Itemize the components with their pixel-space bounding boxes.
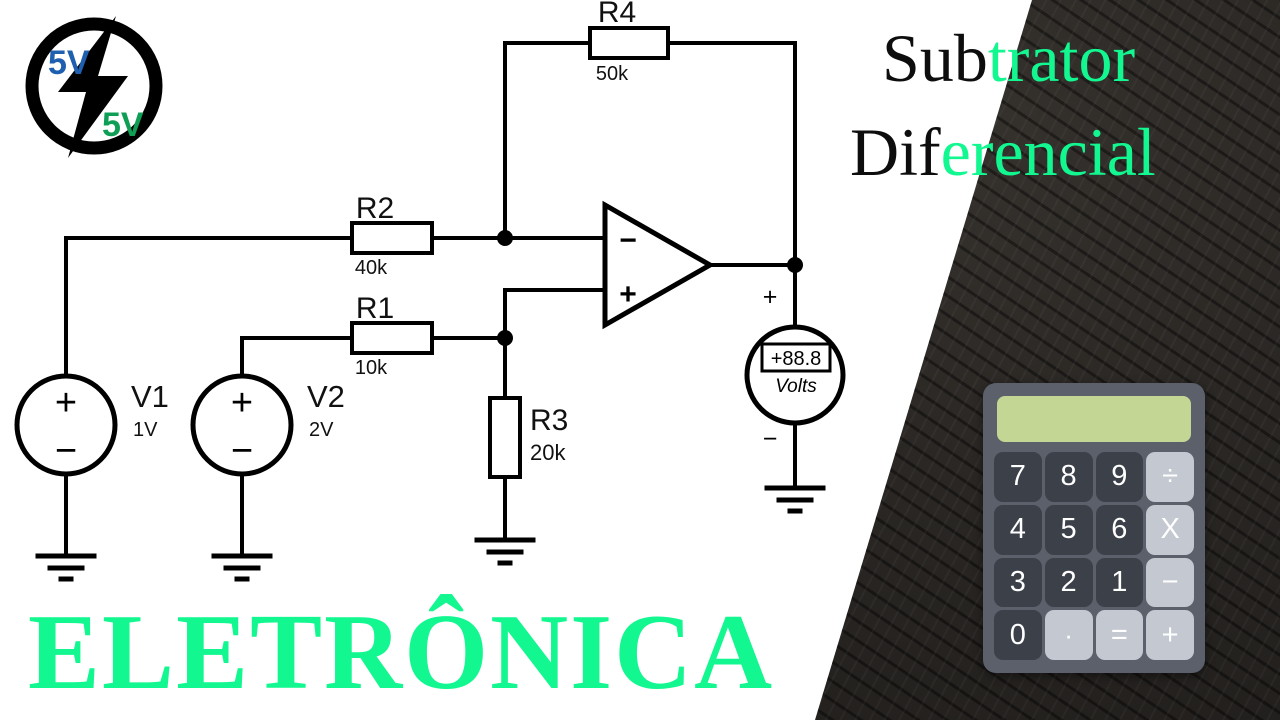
junction-inverting-node [497,230,513,246]
resistor-r4: R4 50k [588,0,670,85]
calc-key-multiply[interactable]: X [1146,504,1194,555]
ground-v2 [211,553,273,582]
source-v1-value: 1V [133,419,158,441]
voltmeter-screen [760,342,832,373]
opamp-noninverting-label: + [619,278,637,311]
video-title: Subtrator Diferencial [850,6,1280,236]
source-v2-value: 2V [309,419,334,441]
voltmeter-reading: +88.8 [771,348,822,370]
logo-svg: 5V 5V [25,16,163,158]
resistor-r3: R3 20k [488,396,568,479]
source-v2-body [190,373,294,477]
resistor-r4-ref: R4 [598,0,636,29]
resistor-r4-value: 50k [596,63,629,85]
calc-key-7[interactable]: 7 [994,452,1042,502]
calc-key-plus[interactable]: + [1146,610,1194,660]
calc-key-1[interactable]: 1 [1095,557,1144,608]
title-line-2-black: Dif [850,114,941,190]
opamp-triangle [602,200,716,330]
circuit-diagram: − + R4 50k R2 40k R1 1 [14,0,846,582]
source-v1: + − V1 1V [14,373,169,477]
resistor-r1-value: 10k [355,357,388,379]
calc-key-3[interactable]: 3 [994,557,1042,608]
resistor-r2-value: 40k [355,257,388,279]
voltmeter-body [744,324,846,426]
junction-noninverting-node [497,330,513,346]
calc-key-equals[interactable]: = [1095,610,1144,660]
resistor-r3-value: 20k [530,440,566,465]
voltmeter: +88.8 Volts + − [744,283,846,453]
calc-key-minus[interactable]: − [1146,557,1194,608]
title-line-1-green: trator [987,20,1136,96]
source-v1-minus: − [55,430,77,472]
lightning-bolt-icon [58,16,128,158]
ground-voltmeter [764,485,826,514]
source-v2: + − V2 2V [190,373,345,477]
logo-text-bottom: 5V [102,106,144,144]
resistor-r2: R2 40k [350,192,434,279]
voltmeter-plus-terminal: + [763,283,778,311]
logo-text-top: 5V [48,44,90,82]
resistor-r2-body [350,221,434,255]
source-v1-body [14,373,118,477]
circuit-svg: − + R4 50k R2 40k R1 1 [14,0,846,582]
logo-ring-icon [25,17,163,155]
opamp-inverting-label: − [619,224,637,257]
resistor-r2-ref: R2 [356,192,394,225]
brand-word: ELETRÔNICA [28,593,775,712]
opamp-symbol: − + [602,200,716,330]
resistor-r4-body [588,26,670,60]
calculator-widget[interactable]: 7 8 9 ÷ 4 5 6 X 3 2 1 − 0 · = + [983,383,1205,673]
title-line-2-green: erencial [940,114,1156,190]
calc-key-decimal[interactable]: · [1044,610,1093,660]
channel-logo: 5V 5V [18,12,170,162]
resistor-r1-ref: R1 [356,292,394,325]
calc-key-9[interactable]: 9 [1095,452,1144,502]
title-line-2: Diferencial [850,104,1156,200]
calculator-display [997,396,1191,442]
voltmeter-minus-terminal: − [763,425,778,453]
calc-key-0[interactable]: 0 [994,610,1042,660]
resistor-r3-body [488,396,522,479]
source-v2-plus: + [231,382,253,424]
resistor-r3-ref: R3 [530,404,568,437]
source-v1-plus: + [55,382,77,424]
resistor-r1-body [350,321,434,355]
title-line-1: Subtrator [882,10,1135,106]
ground-symbols [35,485,826,582]
voltmeter-unit: Volts [775,376,817,397]
title-line-1-black: Sub [882,20,988,96]
resistor-r1: R1 10k [350,292,434,379]
calculator-keypad: 7 8 9 ÷ 4 5 6 X 3 2 1 − 0 · = + [994,452,1194,660]
source-v2-minus: − [231,430,253,472]
junction-output-node [787,257,803,273]
calc-key-8[interactable]: 8 [1044,452,1093,502]
calc-key-4[interactable]: 4 [994,504,1042,555]
calc-key-5[interactable]: 5 [1044,504,1093,555]
source-v2-ref: V2 [307,379,345,414]
ground-v1 [35,553,97,582]
ground-r3 [474,537,536,566]
calc-key-6[interactable]: 6 [1095,504,1144,555]
calc-key-divide[interactable]: ÷ [1146,452,1194,502]
source-v1-ref: V1 [131,379,169,414]
calc-key-2[interactable]: 2 [1044,557,1093,608]
